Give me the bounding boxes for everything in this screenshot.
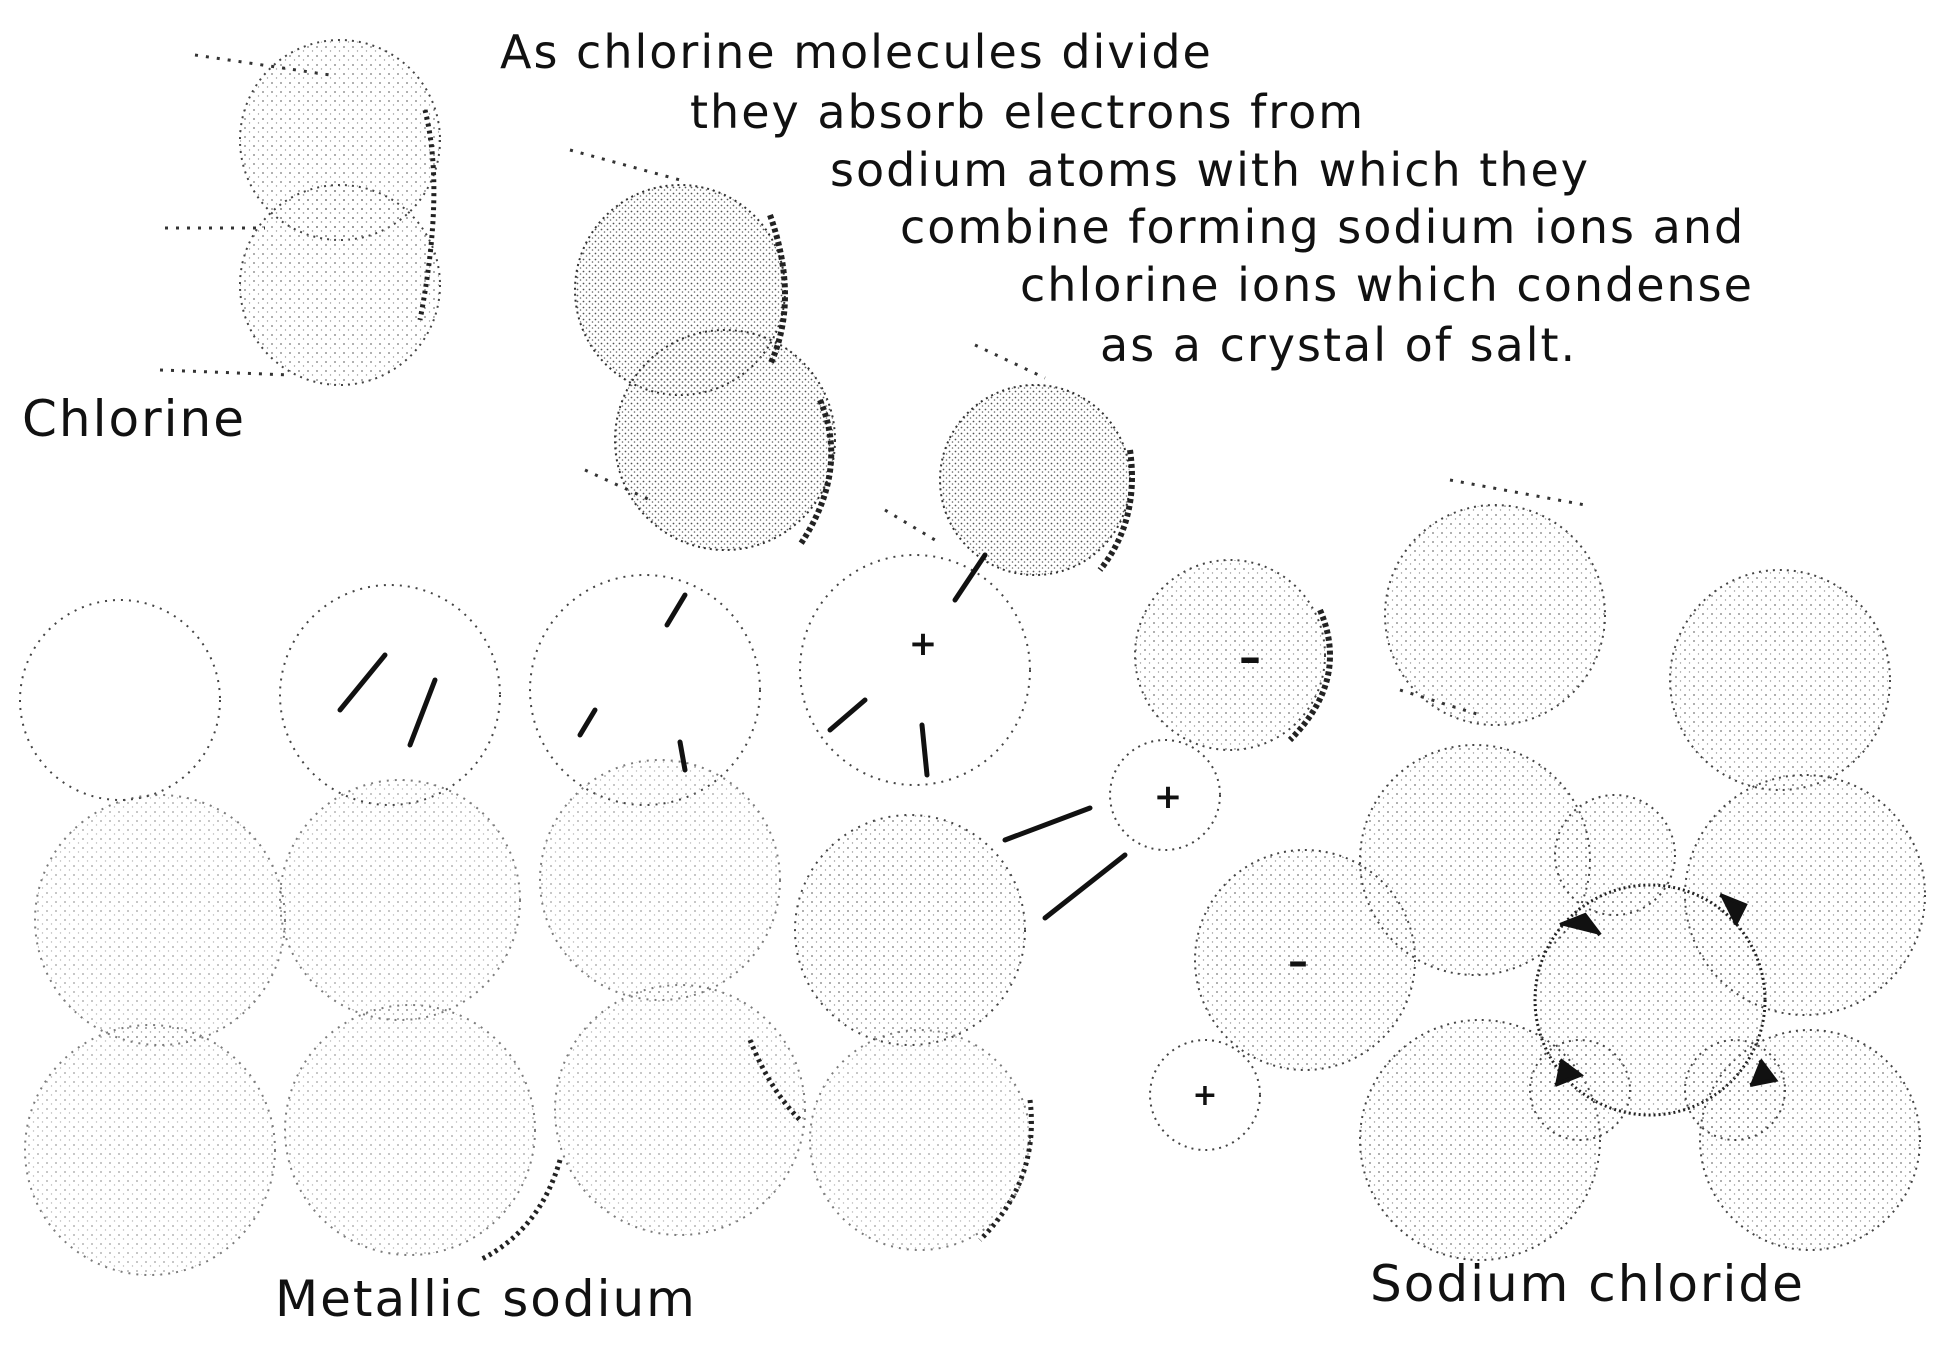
minus-sign: – (1239, 632, 1261, 683)
caption-line-5: chlorine ions which condense (1020, 258, 1754, 312)
sodium-chloride-label: Sodium chloride (1370, 1255, 1805, 1313)
plus-sign: + (1154, 777, 1183, 817)
sodium-chloride-crystal (1360, 480, 1925, 1260)
caption-line-6: as a crystal of salt. (1100, 318, 1577, 372)
chlorine-molecule (160, 40, 440, 385)
chlorine-label: Chlorine (22, 390, 246, 448)
caption-line-3: sodium atoms with which they (830, 143, 1590, 197)
caption-line-1: As chlorine molecules divide (500, 25, 1213, 79)
caption-line-2: they absorb electrons from (690, 85, 1365, 139)
chlorine-atom (885, 345, 1132, 575)
caption-line-4: combine forming sodium ions and (900, 200, 1745, 254)
metallic-sodium-lattice (20, 555, 1031, 1275)
plus-sign: + (909, 624, 938, 664)
minus-sign: – (1288, 939, 1308, 985)
plus-sign: + (1192, 1078, 1217, 1113)
metallic-sodium-label: Metallic sodium (275, 1270, 697, 1328)
dividing-chlorine-molecule (570, 150, 835, 550)
